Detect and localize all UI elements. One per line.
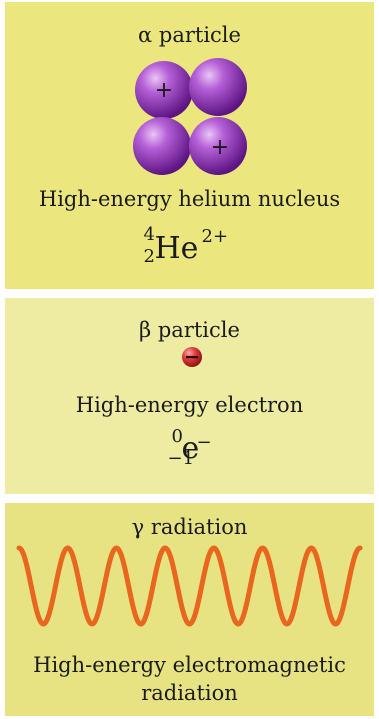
beta-caption: High-energy electron [75, 393, 304, 417]
beta-atomic-number: −1 [167, 448, 195, 469]
alpha-mass-number: 4 [143, 224, 155, 245]
beta-mass-number: 0 [171, 426, 183, 447]
nucleon-top-right [189, 58, 247, 116]
svg-text:+: + [155, 78, 173, 103]
alpha-caption: High-energy helium nucleus [38, 187, 341, 211]
alpha-panel: α particle + + High-energy helium nucleu… [5, 2, 374, 289]
gamma-caption-line-1: High-energy electromagnetic [33, 653, 346, 677]
wave-line [16, 545, 363, 627]
beta-title: β particle [139, 318, 240, 342]
gamma-panel: γ radiation High-energy electromagnetic … [5, 503, 374, 716]
beta-notation: 0 −1 e − [5, 426, 374, 470]
electromagnetic-wave-diagram [16, 545, 363, 627]
minus-sign-icon [186, 356, 198, 359]
alpha-symbol: He [154, 231, 199, 266]
beta-charge: − [196, 432, 212, 453]
gamma-title: γ radiation [131, 515, 248, 539]
alpha-notation: 4 2 He 2+ [5, 222, 374, 266]
alpha-atomic-number: 2 [143, 246, 155, 267]
alpha-title: α particle [138, 23, 241, 47]
beta-symbol: e [181, 431, 200, 466]
gamma-caption-line-2: radiation [141, 681, 238, 705]
helium-nucleus-diagram: + + [133, 58, 247, 175]
electron-diagram [182, 347, 202, 367]
nucleon-bottom-right: + [189, 117, 247, 175]
svg-text:+: + [211, 135, 229, 160]
nucleon-top-left: + [135, 61, 193, 119]
beta-panel: β particle High-energy electron 0 −1 e − [5, 298, 374, 494]
nucleon-bottom-left [133, 117, 191, 175]
alpha-charge: 2+ [201, 226, 229, 247]
